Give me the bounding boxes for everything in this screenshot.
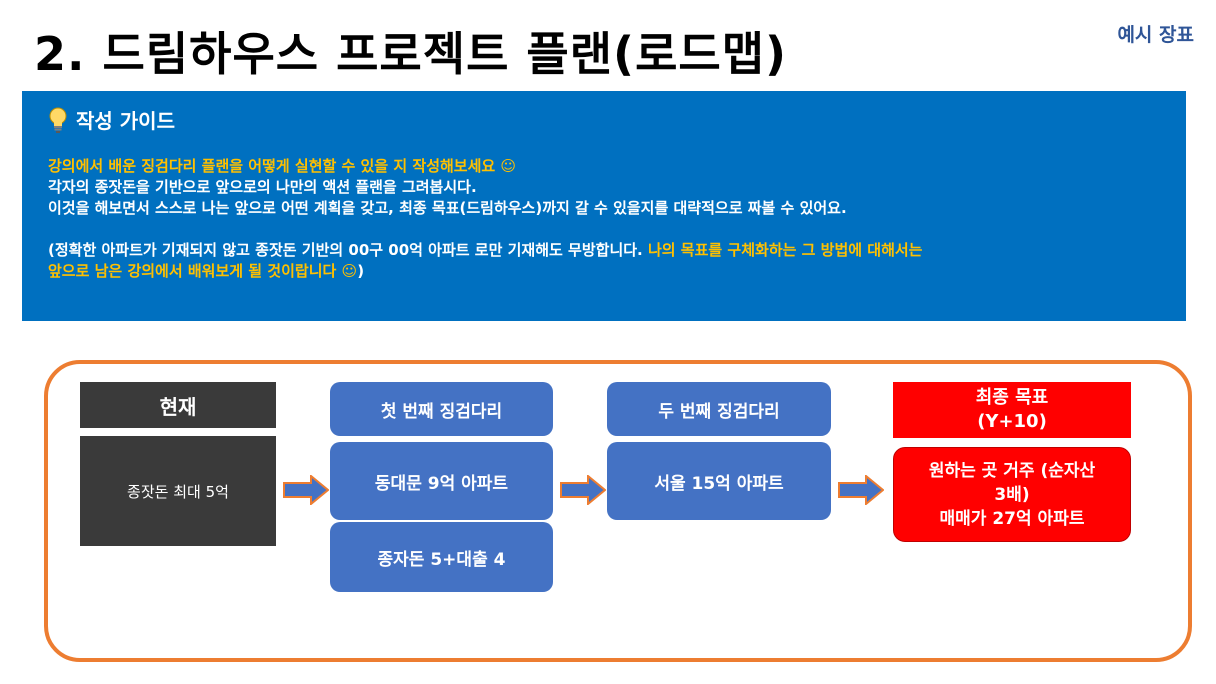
guide-line-4-white: (정확한 아파트가 기재되지 않고 종잣돈 기반의 00구 00억 아파트 로만…	[48, 241, 643, 259]
final-body-line1: 원하는 곳 거주 (순자산	[928, 460, 1096, 481]
current-body: 종잣돈 최대 5억	[80, 436, 276, 546]
guide-line-1: 강의에서 배운 징검다리 플랜을 어떻게 실현할 수 있을 지 작성해보세요 ☺	[48, 157, 517, 175]
guide-line-5: 앞으로 남은 강의에서 배워보게 될 것이랍니다 ☺)	[48, 261, 1160, 282]
step2-body: 서울 15억 아파트	[607, 442, 831, 520]
final-body-line2: 3배)	[994, 484, 1030, 505]
final-heading: 최종 목표 (Y+10)	[893, 382, 1131, 438]
page-title: 2. 드림하우스 프로젝트 플랜(로드맵)	[34, 27, 788, 81]
guide-line-4-yellow: 나의 목표를 구체화하는 그 방법에 대해서는	[642, 241, 923, 259]
lightbulb-icon	[49, 107, 67, 133]
step1-body: 동대문 9억 아파트	[330, 442, 553, 520]
final-subheading: (Y+10)	[977, 411, 1047, 432]
guide-heading: 작성 가이드	[76, 109, 175, 133]
guide-line-4: (정확한 아파트가 기재되지 않고 종잣돈 기반의 00구 00억 아파트 로만…	[48, 240, 1160, 261]
final-body-line3: 매매가 27억 아파트	[939, 508, 1085, 529]
arrow-right-icon	[283, 475, 329, 505]
guide-box: 작성 가이드 강의에서 배운 징검다리 플랜을 어떻게 실현할 수 있을 지 작…	[22, 91, 1186, 321]
current-heading: 현재	[80, 382, 276, 428]
step1-note: 종자돈 5+대출 4	[330, 522, 553, 592]
step2-heading: 두 번째 징검다리	[607, 382, 831, 436]
guide-line-5-white: )	[357, 262, 365, 280]
arrow-right-icon	[560, 475, 606, 505]
guide-header: 작성 가이드	[48, 105, 1160, 134]
guide-line-2: 각자의 종잣돈을 기반으로 앞으로의 나만의 액션 플랜을 그려봅시다.	[48, 178, 477, 196]
sample-badge: 예시 장표	[1117, 24, 1194, 46]
final-body: 원하는 곳 거주 (순자산 3배) 매매가 27억 아파트	[893, 447, 1131, 542]
final-heading-label: 최종 목표	[975, 387, 1049, 408]
arrow-right-icon	[838, 475, 884, 505]
guide-line-3: 이것을 해보면서 스스로 나는 앞으로 어떤 계획을 갖고, 최종 목표(드림하…	[48, 199, 847, 217]
step1-heading: 첫 번째 징검다리	[330, 382, 553, 436]
guide-line-5-yellow: 앞으로 남은 강의에서 배워보게 될 것이랍니다 ☺	[48, 262, 358, 280]
roadmap-frame	[44, 360, 1192, 662]
